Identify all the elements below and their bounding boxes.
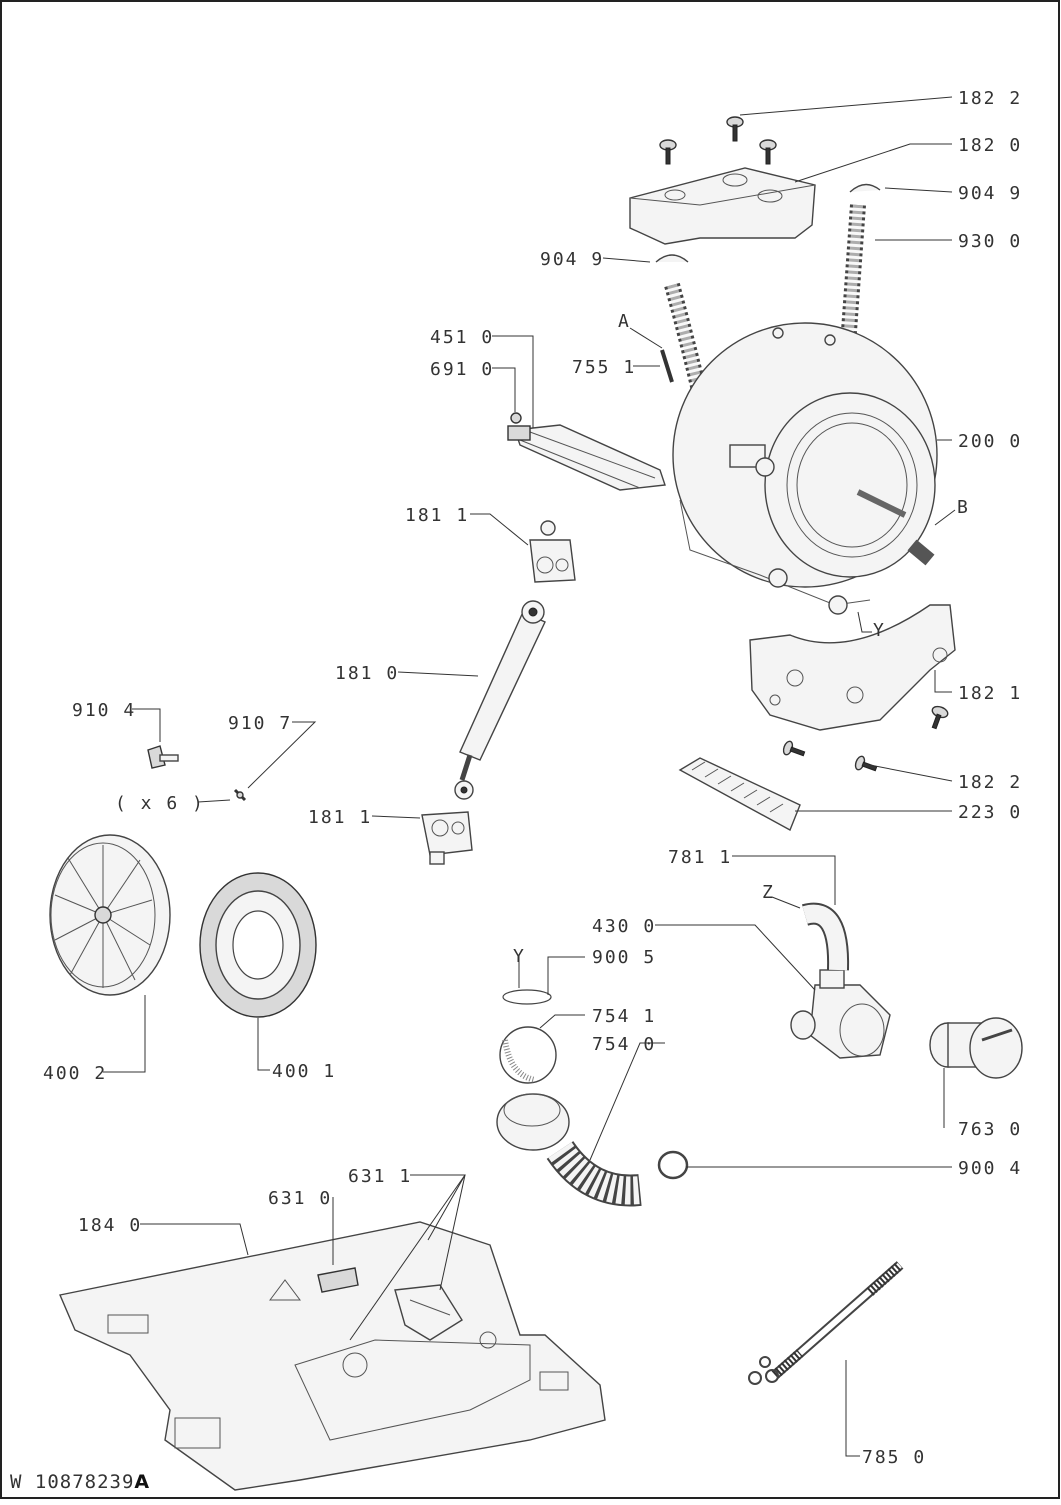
callout-A: A: [618, 311, 631, 332]
hose-clamp-left: [655, 254, 689, 263]
callout-labels: 182 2 182 0 904 9 930 0 904 9 451 0 691 …: [43, 88, 1022, 1468]
callout-184-0: 184 0: [78, 1215, 142, 1236]
callout-223-0: 223 0: [958, 802, 1022, 823]
sump-hose: [496, 1093, 642, 1207]
callout-900-4: 900 4: [958, 1158, 1022, 1179]
callout-785-0: 785 0: [862, 1447, 926, 1468]
pump-hose: [801, 902, 850, 971]
callout-400-2: 400 2: [43, 1063, 107, 1084]
callout-910-4: 910 4: [72, 700, 136, 721]
drain-pump: [790, 969, 891, 1059]
document-code: W 10878239A: [10, 1471, 150, 1493]
callout-181-1-top: 181 1: [405, 505, 469, 526]
callout-910-7: 910 7: [228, 713, 292, 734]
pump-filter: [929, 1017, 1023, 1079]
callout-Y-tub: Y: [873, 620, 886, 641]
bellows-hose-right: [840, 204, 866, 346]
callout-182-1: 182 1: [958, 683, 1022, 704]
callout-754-1: 754 1: [592, 1006, 656, 1027]
callout-930-0: 930 0: [958, 231, 1022, 252]
counterweight-top: [629, 167, 816, 245]
callout-430-0: 430 0: [592, 916, 656, 937]
callout-763-0: 763 0: [958, 1119, 1022, 1140]
screw-set-bottom: [782, 705, 949, 772]
callout-200-0: 200 0: [958, 431, 1022, 452]
document-number: W 10878239A: [10, 1471, 150, 1493]
motor-rotor: [49, 834, 171, 996]
bolt: [147, 745, 179, 769]
callout-181-1-bottom: 181 1: [308, 807, 372, 828]
base-plate: [59, 1221, 606, 1491]
ball-valve: [499, 1026, 557, 1084]
tub: [672, 322, 938, 615]
leader-lines: [103, 96, 956, 1457]
callout-182-2-top: 182 2: [958, 88, 1022, 109]
callout-691-0: 691 0: [430, 359, 494, 380]
foot-part-631-1: [394, 1284, 463, 1341]
heater-element: [507, 412, 666, 491]
callout-Z: Z: [762, 882, 775, 903]
callout-182-0: 182 0: [958, 135, 1022, 156]
callout-B: B: [957, 497, 970, 518]
foot-part-631-0: [317, 1267, 359, 1293]
callout-781-1: 781 1: [668, 847, 732, 868]
callout-631-0: 631 0: [268, 1188, 332, 1209]
callout-904-9-right: 904 9: [958, 183, 1022, 204]
callout-400-1: 400 1: [272, 1061, 336, 1082]
callout-904-9-left: 904 9: [540, 249, 604, 270]
callout-900-5: 900 5: [592, 947, 656, 968]
callout-755-1: 755 1: [572, 357, 636, 378]
small-screw: [233, 788, 247, 802]
inlet-hose: [748, 1261, 904, 1385]
callout-631-1: 631 1: [348, 1166, 412, 1187]
hose-clip: [657, 1150, 689, 1180]
callout-x6: ( x 6 ): [115, 793, 205, 814]
callout-754-0: 754 0: [592, 1034, 656, 1055]
motor-stator: [199, 872, 317, 1018]
callout-181-0: 181 0: [335, 663, 399, 684]
callout-Y-ring: Y: [513, 946, 526, 967]
callout-182-2-bottom: 182 2: [958, 772, 1022, 793]
shock-absorber: [454, 600, 546, 800]
anti-vibration-pad: [678, 757, 801, 831]
pin: [660, 349, 674, 383]
callout-451-0: 451 0: [430, 327, 494, 348]
screw-set-top: [659, 116, 777, 165]
counterweight-bottom: [749, 604, 956, 731]
damper-bracket-bottom: [421, 811, 473, 865]
sealing-ring: [502, 989, 552, 1005]
hose-clamp-right: [849, 183, 881, 193]
damper-bracket-top: [529, 520, 576, 583]
